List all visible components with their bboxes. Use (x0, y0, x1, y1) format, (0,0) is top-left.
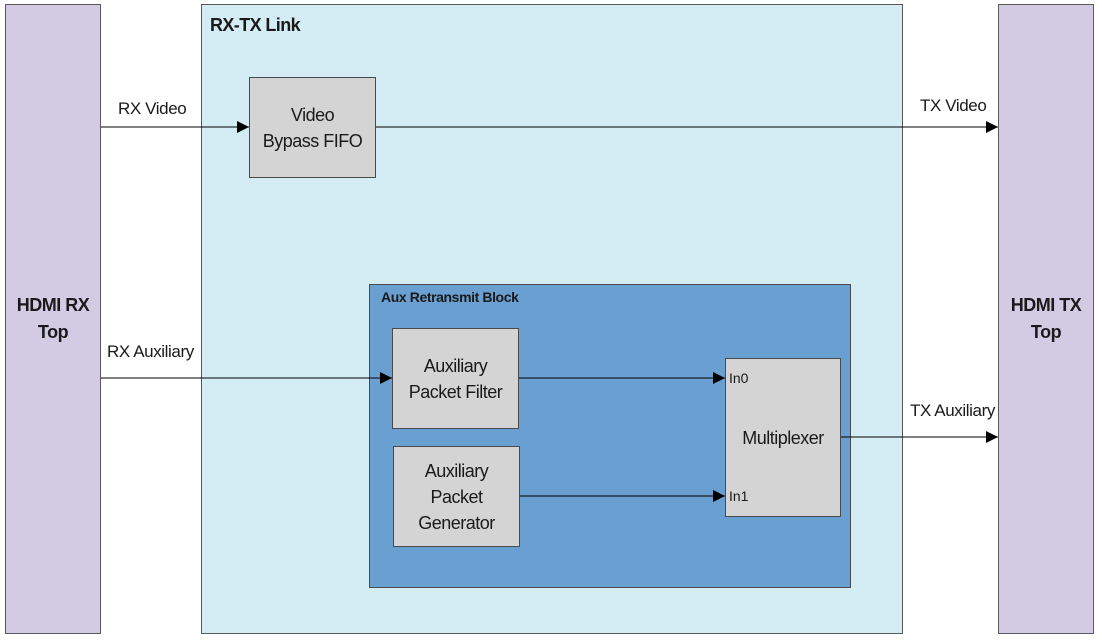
hdmi-tx-top: HDMI TX Top (998, 4, 1094, 634)
signal-rx-video: RX Video (118, 99, 187, 118)
aux-packet-filter: Auxiliary Packet Filter (392, 328, 519, 429)
hdmi-rx-top-label: HDMI RX Top (16, 295, 90, 342)
hdmi-rx-top: HDMI RX Top (5, 4, 101, 634)
signal-rx-auxiliary: RX Auxiliary (107, 342, 194, 361)
video-bypass-fifo-label: Video Bypass FIFO (262, 104, 363, 151)
rx-tx-link-title: RX-TX Link (210, 15, 301, 35)
video-bypass-fifo: Video Bypass FIFO (249, 77, 376, 178)
aux-packet-generator-label: Auxiliary Packet Generator (418, 460, 495, 533)
multiplexer-label: Multiplexer (742, 427, 824, 448)
aux-retransmit-title: Aux Retransmit Block (381, 289, 519, 305)
multiplexer: Multiplexer (725, 358, 841, 517)
signal-tx-video: TX Video (920, 96, 987, 115)
aux-packet-generator: Auxiliary Packet Generator (393, 446, 520, 547)
signal-tx-auxiliary: TX Auxiliary (910, 401, 995, 420)
aux-packet-filter-label: Auxiliary Packet Filter (408, 355, 503, 402)
port-in1-label: In1 (729, 488, 749, 504)
hdmi-tx-top-label: HDMI TX Top (1010, 295, 1082, 342)
port-in0-label: In0 (729, 370, 749, 386)
